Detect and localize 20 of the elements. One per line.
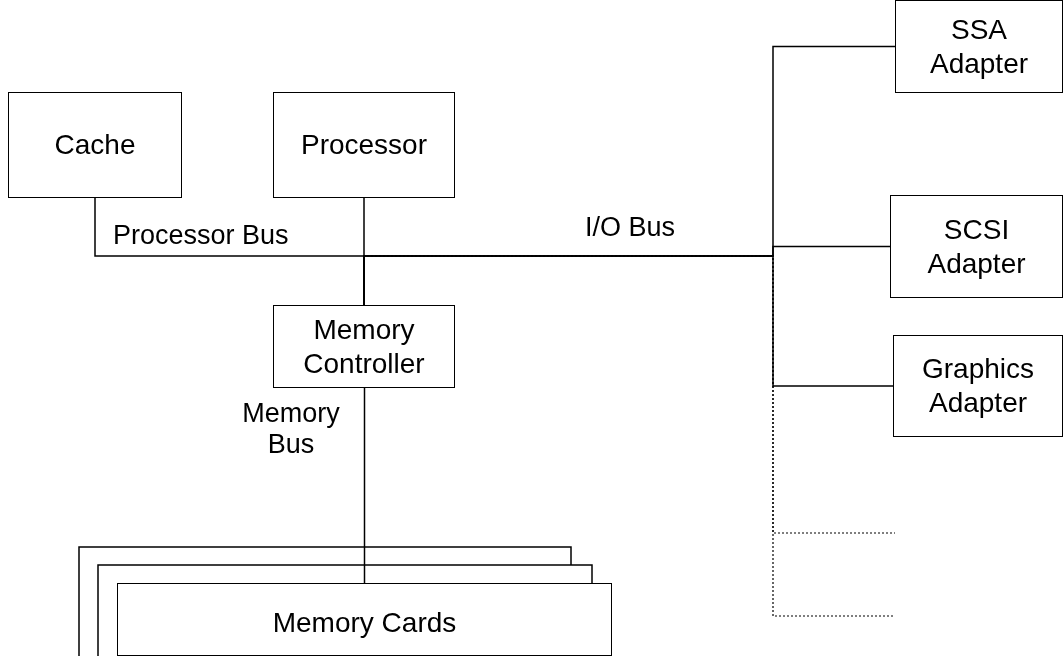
component-name: Memory Controller <box>302 312 426 381</box>
component-name: Memory Cards <box>271 606 458 640</box>
bus-label: Processor Bus <box>113 220 289 251</box>
component-box <box>893 335 1063 437</box>
dotted-bus-line <box>363 255 896 617</box>
edge-label: Memory Bus <box>241 398 341 460</box>
component-name: Cache <box>53 128 137 162</box>
component-name: SSA Adapter <box>928 12 1030 81</box>
component-name: SCSI Adapter <box>926 212 1027 281</box>
component-box <box>890 195 1063 298</box>
component-box <box>273 92 455 198</box>
component-box <box>8 92 182 198</box>
component-name: Processor <box>299 128 428 162</box>
bus-line <box>363 255 894 387</box>
component-name: Graphics Adapter <box>920 352 1035 420</box>
bus-label: I/O Bus <box>585 212 676 243</box>
bus-line <box>363 387 366 584</box>
component-box <box>273 305 455 388</box>
component-box <box>117 583 612 656</box>
component-box <box>895 0 1063 93</box>
